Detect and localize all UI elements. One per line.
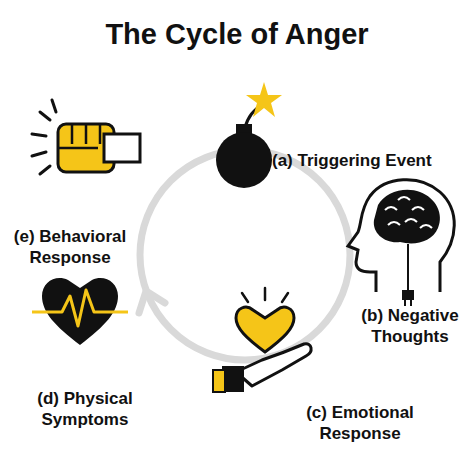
fist-icon xyxy=(32,100,140,174)
cycle-arrowhead xyxy=(139,291,165,313)
stage-label: (a) Triggering Event xyxy=(272,150,468,171)
brain-head-icon xyxy=(348,180,454,306)
heart-pulse-icon xyxy=(32,278,128,345)
stage-label: (d) Physical Symptoms xyxy=(20,388,150,431)
stage-label: (e) Behavioral Response xyxy=(6,226,134,269)
stage-label: (b) Negative Thoughts xyxy=(350,305,470,348)
stage-label: (c) Emotional Response xyxy=(290,402,430,445)
hand-heart-icon xyxy=(213,288,311,392)
bomb-icon xyxy=(216,82,282,188)
diagram-title: The Cycle of Anger xyxy=(0,18,474,51)
